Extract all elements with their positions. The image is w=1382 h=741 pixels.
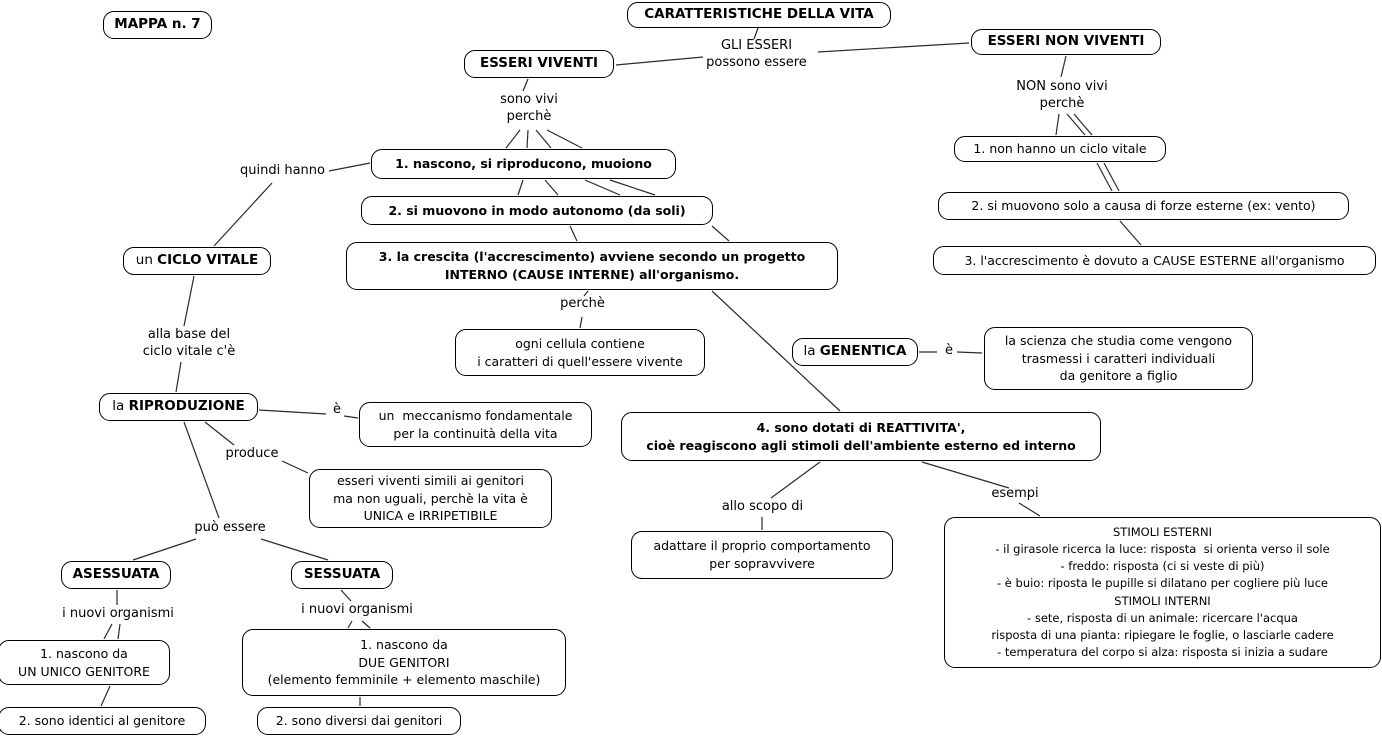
label-perche-cellula: perchè — [560, 296, 605, 311]
label-nuovi-organismi-asessuata: i nuovi organismi — [62, 606, 174, 621]
label-non-sono-vivi-perche: NON sono vivi perchè — [1016, 79, 1108, 111]
node-genentica: la GENENTICA — [792, 338, 918, 366]
node-riproduzione-text: la RIPRODUZIONE — [112, 398, 245, 415]
node-viventi-4-reattivita: 4. sono dotati di REATTIVITA', cioè reag… — [621, 412, 1101, 461]
label-puo-essere: può essere — [194, 520, 266, 535]
label-e-riproduzione: è — [333, 402, 341, 417]
node-riproduzione: la RIPRODUZIONE — [99, 393, 258, 421]
label-produce: produce — [225, 446, 279, 461]
label-quindi-hanno: quindi hanno — [240, 163, 325, 178]
node-ogni-cellula: ogni cellula contiene i caratteri di que… — [455, 329, 705, 376]
node-sessuata: SESSUATA — [291, 561, 393, 589]
node-meccanismo-fondamentale: un meccanismo fondamentale per la contin… — [359, 402, 592, 447]
node-esseri-non-viventi: ESSERI NON VIVENTI — [971, 29, 1161, 55]
node-genentica-text: la GENENTICA — [803, 343, 907, 360]
node-nonviventi-3-cause-esterne: 3. l'accrescimento è dovuto a CAUSE ESTE… — [933, 246, 1376, 275]
node-viventi-2-si-muovono: 2. si muovono in modo autonomo (da soli) — [361, 196, 713, 225]
node-scienza-genetica: la scienza che studia come vengono trasm… — [984, 327, 1253, 390]
node-nonviventi-2-forze-esterne: 2. si muovono solo a causa di forze este… — [938, 192, 1349, 220]
label-e-genentica: è — [945, 343, 953, 358]
label-allo-scopo-di: allo scopo di — [721, 499, 804, 514]
node-ciclo-vitale-text: un CICLO VITALE — [135, 252, 259, 269]
node-esseri-simili-ai-genitori: esseri viventi simili ai genitori ma non… — [309, 469, 552, 528]
node-ciclo-vitale: un CICLO VITALE — [123, 247, 271, 275]
node-stimoli-esempi: STIMOLI ESTERNI - il girasole ricerca la… — [944, 517, 1381, 668]
label-alla-base-del-ciclo: alla base del ciclo vitale c'è — [142, 327, 236, 359]
node-identici-al-genitore: 2. sono identici al genitore — [0, 707, 206, 735]
node-viventi-1-nascono: 1. nascono, si riproducono, muoiono — [371, 149, 676, 179]
node-diversi-dai-genitori: 2. sono diversi dai genitori — [257, 707, 461, 735]
node-nonviventi-1-ciclo: 1. non hanno un ciclo vitale — [954, 136, 1166, 162]
node-viventi-3-crescita: 3. la crescita (l'accrescimento) avviene… — [346, 242, 838, 290]
node-unico-genitore: 1. nascono da UN UNICO GENITORE — [0, 640, 170, 685]
label-esempi: esempi — [991, 486, 1039, 501]
label-gli-esseri-possono-essere: GLI ESSERI possono essere — [706, 38, 807, 70]
label-sono-vivi-perche: sono vivi perchè — [500, 92, 558, 124]
node-caratteristiche-della-vita: CARATTERISTICHE DELLA VITA — [627, 2, 891, 28]
node-adattare-comportamento: adattare il proprio comportamento per so… — [631, 531, 893, 579]
node-due-genitori: 1. nascono da DUE GENITORI (elemento fem… — [242, 629, 566, 696]
node-esseri-viventi: ESSERI VIVENTI — [464, 50, 614, 78]
label-nuovi-organismi-sessuata: i nuovi organismi — [301, 602, 413, 617]
node-asessuata: ASESSUATA — [61, 561, 171, 589]
node-mappa-n7: MAPPA n. 7 — [103, 11, 212, 39]
